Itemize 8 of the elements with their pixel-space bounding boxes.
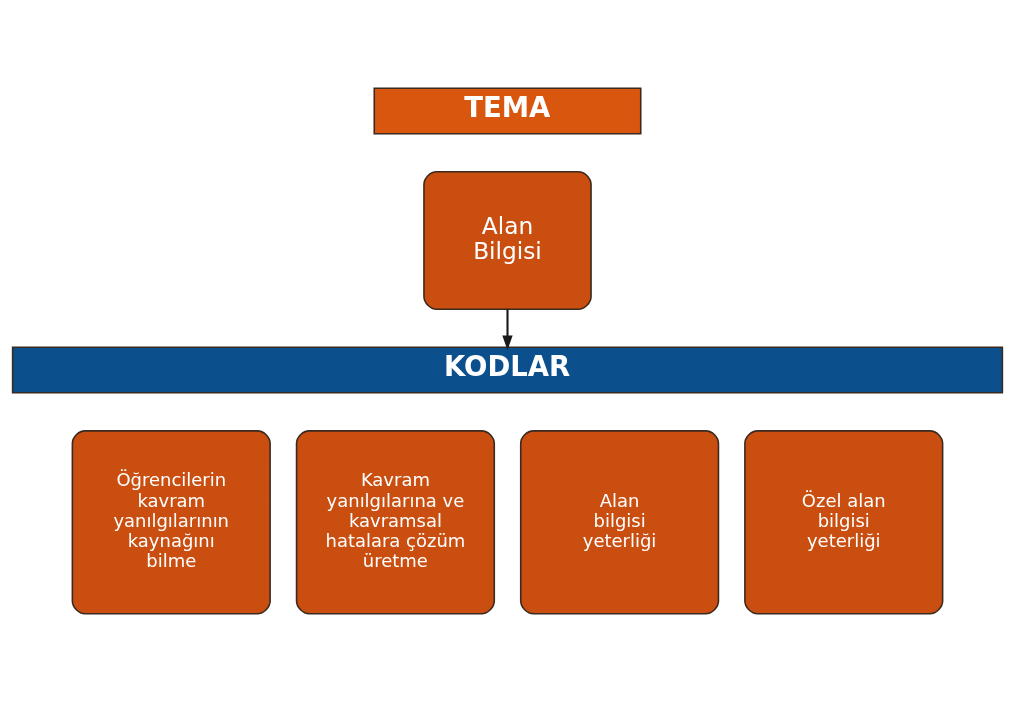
node-box: Kavram yanılgılarına ve kavramsal hatalara çözüm üretme — [295, 430, 496, 615]
node-box: Öğrencilerin kavram yanılgılarının kaynağını bilme — [71, 430, 271, 615]
node-box: Alan Bilgisi — [423, 170, 592, 311]
node-box: KODLAR — [11, 346, 1004, 394]
arrow — [502, 309, 513, 351]
node-box: Alan bilgisi yeterliği — [519, 430, 720, 615]
node-box: TEMA — [373, 87, 642, 135]
node-box: Özel alan bilgisi yeterliği — [744, 430, 944, 615]
